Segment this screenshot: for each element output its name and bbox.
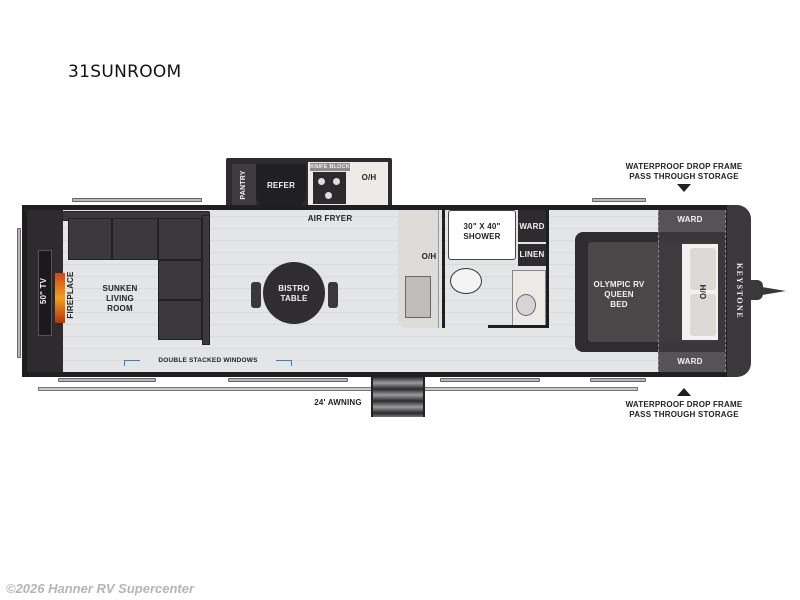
- label-line: OLYMPIC RV: [593, 280, 645, 289]
- window: [592, 198, 646, 202]
- label-line: SHOWER: [463, 232, 501, 241]
- hitch-coupler: [762, 287, 786, 295]
- chair: [328, 282, 338, 308]
- awning: [38, 387, 638, 391]
- refrigerator: [256, 164, 306, 206]
- window: [228, 378, 348, 382]
- label-line: LIVING: [106, 294, 134, 303]
- label-line: WATERPROOF DROP FRAME: [625, 400, 743, 409]
- ward-top-label: WARD: [677, 215, 703, 224]
- storage-bottom-label: WATERPROOF DROP FRAME PASS THROUGH STORA…: [620, 400, 748, 420]
- fireplace: [55, 273, 65, 323]
- tv: [38, 250, 52, 336]
- window: [72, 198, 202, 202]
- burner: [325, 192, 332, 199]
- sofa-cushion: [158, 218, 202, 260]
- shower: [448, 210, 516, 260]
- bistro-table-label: BISTRO TABLE: [263, 284, 325, 304]
- label-line: PASS THROUGH STORAGE: [629, 172, 739, 181]
- label-line: BED: [610, 300, 628, 309]
- toilet: [450, 268, 482, 294]
- bistro-table: [263, 262, 325, 324]
- burner: [333, 178, 340, 185]
- model-title: 31SUNROOM: [68, 62, 182, 82]
- label-line: WATERPROOF DROP FRAME: [625, 162, 743, 171]
- label-line: ROOM: [107, 304, 133, 313]
- shower-label: 30" X 40" SHOWER: [448, 222, 516, 242]
- island-oh-label: O/H: [421, 252, 437, 261]
- pantry: [232, 164, 256, 208]
- window: [58, 378, 156, 382]
- bath-sink: [516, 294, 536, 316]
- burner: [318, 178, 325, 185]
- living-room-label: SUNKEN LIVING ROOM: [96, 284, 144, 314]
- bed-label: OLYMPIC RV QUEEN BED: [586, 280, 652, 310]
- label-line: BISTRO: [278, 284, 310, 293]
- chair: [251, 282, 261, 308]
- storage-top-label: WATERPROOF DROP FRAME PASS THROUGH STORA…: [620, 162, 748, 182]
- pillow: [690, 294, 716, 336]
- arrow-down-icon: [677, 184, 691, 192]
- label-line: TABLE: [280, 294, 308, 303]
- tv-label: 50" TV: [39, 277, 48, 305]
- label-line: QUEEN: [604, 290, 634, 299]
- sofa-cushion: [68, 218, 112, 260]
- rear-window: [17, 228, 21, 358]
- linen-closet: [518, 244, 546, 266]
- knife-block: [310, 163, 350, 171]
- label-line: 30" X 40": [463, 222, 501, 231]
- ward-bottom-label: WARD: [677, 357, 703, 366]
- bath-wall-right: [546, 210, 549, 328]
- air-fryer-label: AIR FRYER: [307, 214, 353, 223]
- front-cap: [727, 205, 751, 377]
- label-line: SUNKEN: [102, 284, 138, 293]
- sofa-arm: [202, 215, 210, 345]
- sofa-cushion: [158, 300, 202, 340]
- bath-wall: [442, 210, 445, 328]
- sink: [405, 276, 431, 318]
- label-line: PASS THROUGH STORAGE: [629, 410, 739, 419]
- cooktop: [313, 172, 346, 204]
- copyright-watermark: ©2026 Hanner RV Supercenter: [6, 581, 195, 596]
- bath-wardrobe: [518, 210, 546, 242]
- knife-block-label: KNIFE BLOCK: [310, 164, 350, 170]
- window: [590, 378, 646, 382]
- kitchen-oh-label: O/H: [361, 173, 377, 182]
- linen-label: LINEN: [519, 250, 545, 259]
- bath-ward-label: WARD: [519, 222, 545, 231]
- awning-label: 24' AWNING: [314, 398, 362, 407]
- pillow: [690, 248, 716, 290]
- pantry-label: PANTRY: [240, 170, 247, 200]
- sofa-cushion: [112, 218, 158, 260]
- windows-label: DOUBLE STACKED WINDOWS: [140, 356, 276, 366]
- keystone-logo: KEYSTONE: [735, 262, 744, 320]
- entry-steps: [371, 377, 425, 417]
- sofa-cushion: [158, 260, 202, 300]
- refer-label: REFER: [266, 181, 296, 190]
- bath-wall-bottom: [488, 325, 548, 328]
- fireplace-label: FIREPLACE: [66, 271, 75, 319]
- arrow-up-icon: [677, 388, 691, 396]
- hitch: [751, 280, 763, 300]
- window: [440, 378, 540, 382]
- ho-label: H/O: [698, 284, 707, 300]
